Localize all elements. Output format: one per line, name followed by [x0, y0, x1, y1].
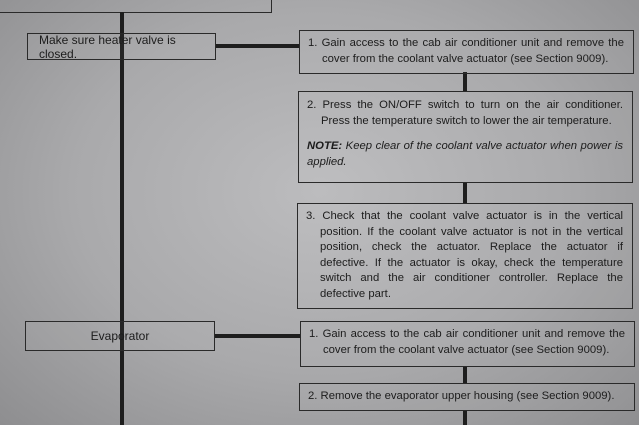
step-3-box: 3. Check that the coolant valve actuator… — [297, 203, 633, 309]
evaporator-text: Evaporator — [90, 329, 150, 343]
main-vertical-line — [120, 12, 124, 425]
evap-step-1-box: 1. Gain access to the cab air conditione… — [300, 321, 635, 367]
note-text: Keep clear of the coolant valve actuator… — [307, 140, 623, 168]
step-1-box: 1. Gain access to the cab air conditione… — [299, 30, 634, 74]
step-2-note: NOTE: Keep clear of the coolant valve ac… — [307, 139, 623, 170]
evaporator-box: Evaporator — [25, 321, 215, 351]
connector-e1-e2 — [463, 366, 467, 383]
evap-step-2-box: 2. Remove the evaporator upper housing (… — [299, 383, 635, 411]
heater-valve-box: Make sure heater valve is closed. — [27, 32, 216, 61]
connector-heater — [215, 44, 299, 48]
top-box-edge — [0, 0, 272, 13]
heater-valve-text: Make sure heater valve is closed. — [39, 32, 176, 61]
step-3-text: 3. Check that the coolant valve actuator… — [306, 210, 623, 300]
step-2-box: 2. Press the ON/OFF switch to turn on th… — [298, 91, 633, 183]
connector-step2-step3 — [463, 182, 467, 204]
evap-step-2-text: 2. Remove the evaporator upper housing (… — [308, 390, 615, 402]
connector-step1-step2 — [463, 72, 467, 92]
step-2-text: 2. Press the ON/OFF switch to turn on th… — [307, 99, 623, 127]
note-label: NOTE: — [307, 140, 343, 152]
step-1-text: 1. Gain access to the cab air conditione… — [308, 37, 624, 65]
connector-evaporator — [214, 334, 300, 338]
connector-e2-below — [463, 410, 467, 425]
evap-step-1-text: 1. Gain access to the cab air conditione… — [309, 328, 625, 356]
